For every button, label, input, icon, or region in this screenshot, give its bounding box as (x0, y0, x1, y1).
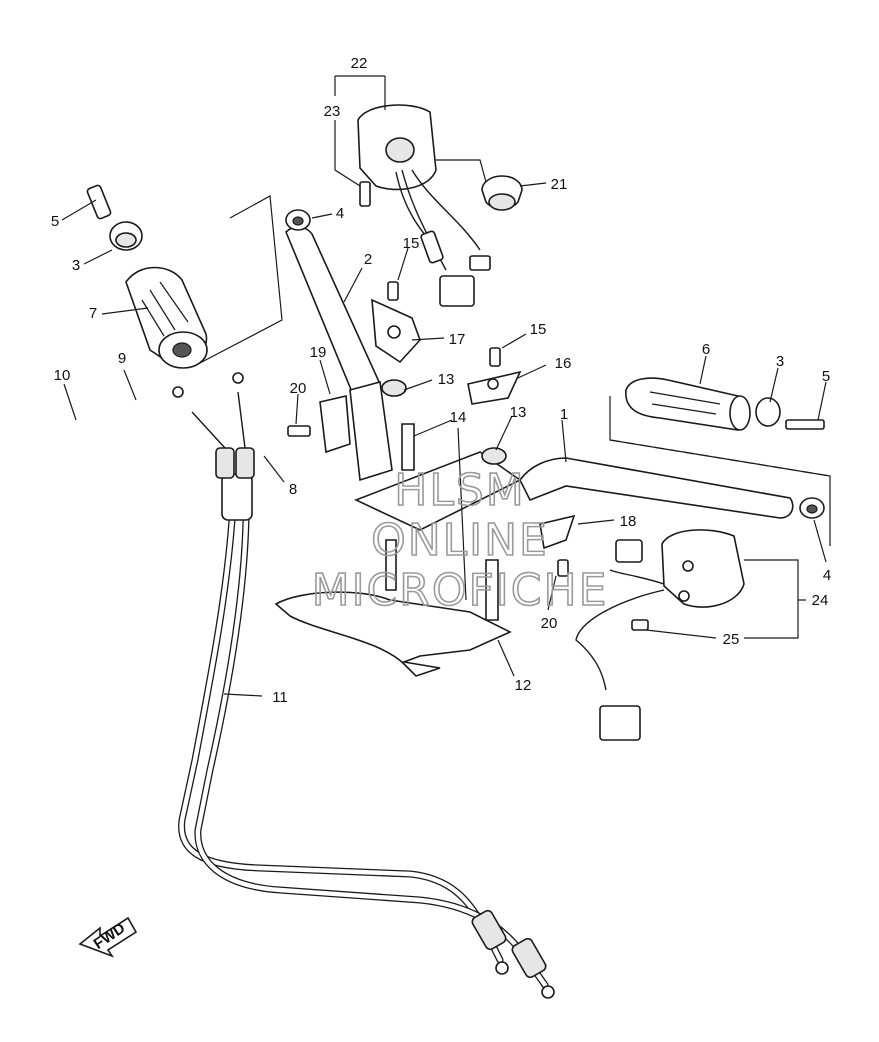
callout-20-left: 20 (290, 380, 307, 397)
watermark-line-1: HLSM (394, 465, 526, 516)
callout-20-right: 20 (541, 615, 558, 632)
right-handlebar (519, 457, 825, 519)
callout-6: 6 (702, 341, 710, 358)
right-switch-group (575, 529, 745, 741)
callout-5-right: 5 (822, 368, 830, 385)
throttle-cables (172, 372, 555, 999)
callout-8: 8 (289, 481, 297, 498)
callout-3-right: 3 (776, 353, 784, 370)
callout-24: 24 (812, 592, 829, 609)
callout-4-left: 4 (336, 205, 344, 222)
callout-numbers: 22 23 21 5 4 3 2 15 7 17 15 19 16 6 3 5 … (51, 55, 831, 706)
callout-25: 25 (723, 631, 740, 648)
watermark: HLSM ONLINE MICROFICHE (311, 464, 609, 617)
callout-16: 16 (555, 355, 572, 372)
callout-21: 21 (551, 176, 568, 193)
center-clamp (274, 347, 576, 677)
fwd-arrow-icon: FWD (78, 916, 138, 958)
callout-2: 2 (364, 251, 372, 268)
leader-lines (61, 75, 827, 697)
callout-15-lower: 15 (530, 321, 547, 338)
callout-19: 19 (310, 344, 327, 361)
assembly-brackets (197, 195, 831, 546)
callout-7: 7 (89, 305, 97, 322)
left-grip-group (86, 184, 208, 369)
callout-14: 14 (450, 409, 467, 426)
callout-22: 22 (351, 55, 368, 72)
callout-9: 9 (118, 350, 126, 367)
left-switch-group (357, 104, 523, 307)
callout-5-left: 5 (51, 213, 59, 230)
callout-10: 10 (54, 367, 71, 384)
callout-4-right: 4 (823, 567, 831, 584)
callout-11: 11 (272, 689, 288, 706)
callout-1: 1 (560, 406, 568, 423)
callout-12: 12 (515, 677, 532, 694)
callout-3-left: 3 (72, 257, 80, 274)
callout-17: 17 (449, 331, 466, 348)
watermark-line-3: MICROFICHE (312, 565, 609, 616)
left-handlebar (285, 209, 421, 482)
callout-13-right: 13 (510, 404, 527, 421)
right-grip-group (625, 377, 825, 431)
watermark-line-2: ONLINE (371, 515, 549, 566)
callout-18: 18 (620, 513, 637, 530)
callout-23: 23 (324, 103, 341, 120)
callout-15-upper: 15 (403, 235, 420, 252)
callout-13-left: 13 (438, 371, 455, 388)
